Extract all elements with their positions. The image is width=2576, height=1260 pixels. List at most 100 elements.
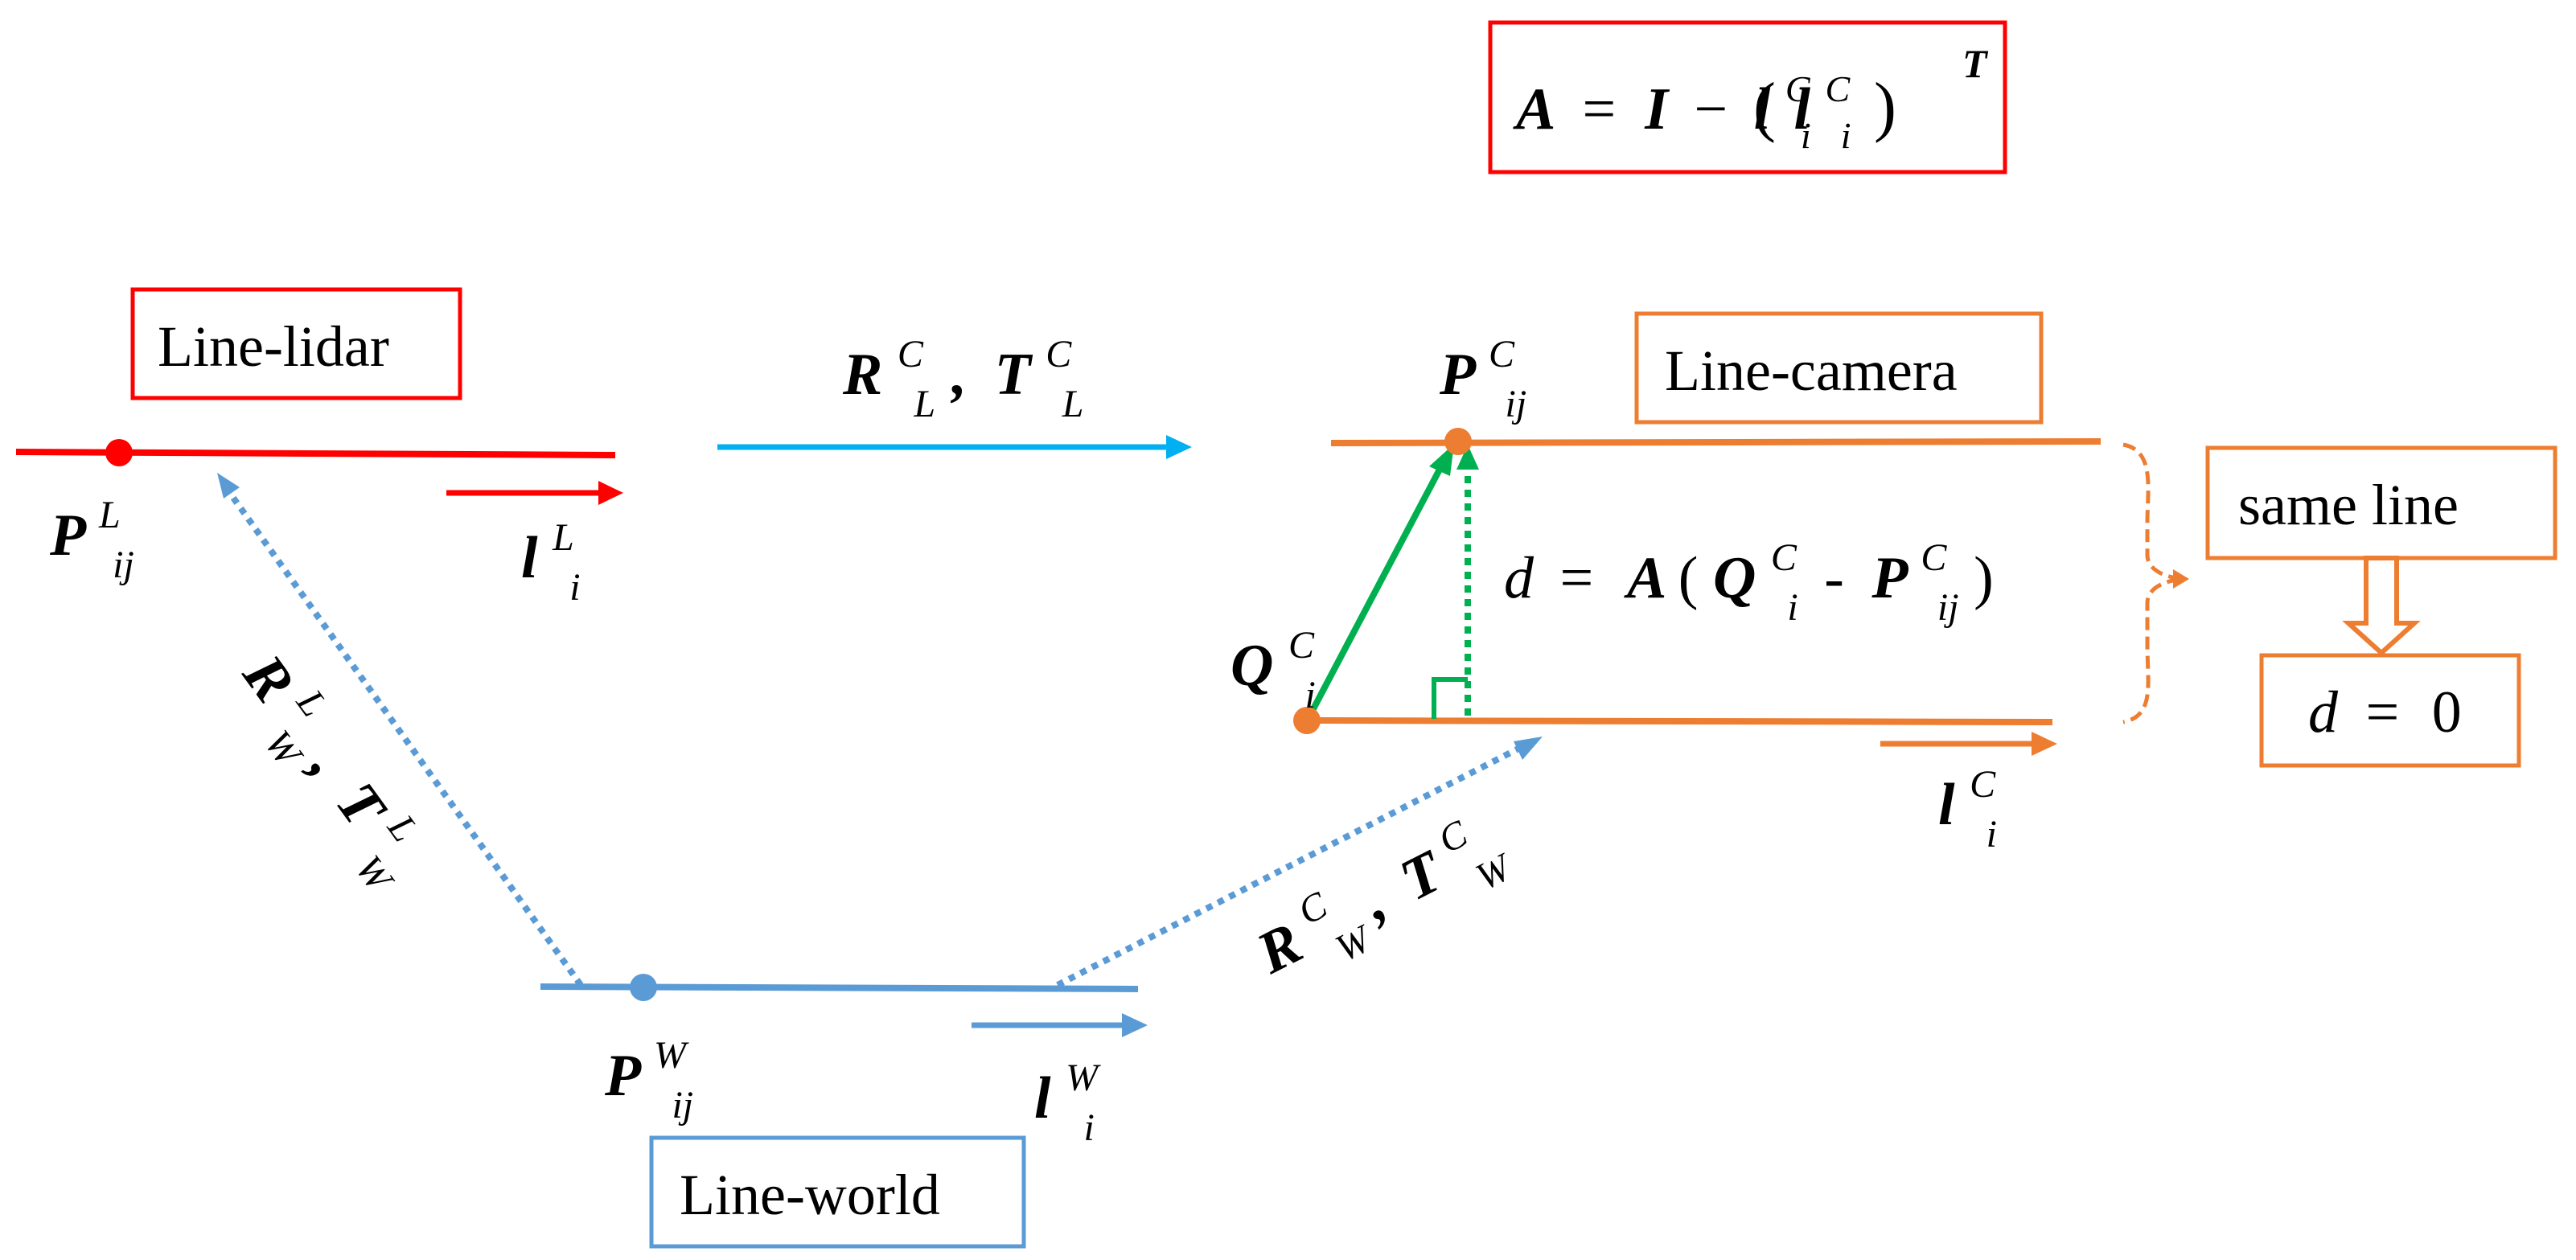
lidar-to-camera-arrowhead xyxy=(1166,435,1192,459)
q-to-p-arrowhead xyxy=(1429,444,1454,476)
line-lidar-group: Line-lidar P L ij l L i xyxy=(15,287,623,609)
l-world-sub: i xyxy=(1084,1106,1095,1149)
lidar-to-camera-transform: R C L , T C L xyxy=(717,314,1192,459)
line-camera-label: Line-camera xyxy=(1665,339,1958,403)
deq-Q: Q xyxy=(1713,545,1756,611)
svg-text:P C ij: P C ij xyxy=(1439,314,1529,425)
implies-down-arrow xyxy=(2342,556,2421,657)
l-lidar-sub: i xyxy=(569,566,580,609)
l-lidar-sup: L xyxy=(552,516,574,559)
line-world-box xyxy=(649,1135,1026,1249)
rt-wl-R-sup: L xyxy=(288,681,335,724)
world-point-dot xyxy=(630,974,657,1001)
svg-text:( l C i: ( l C i ) xyxy=(1753,49,1896,162)
deq-d: d xyxy=(1504,545,1535,611)
p-lidar-base: P xyxy=(49,503,87,568)
rt-lc-R-sub: L xyxy=(913,383,935,425)
world-to-camera-arrowhead xyxy=(1514,737,1543,760)
formula-equals: = xyxy=(1579,76,1619,142)
rt-wc-T-sub: W xyxy=(1469,845,1520,899)
l-world-sup: W xyxy=(1066,1057,1101,1099)
deq-lparen: ( xyxy=(1678,545,1699,611)
formula-minus: − xyxy=(1695,76,1728,142)
svg-text:A = I −: A = I − l C i xyxy=(1513,49,1825,156)
rt-lc-T-sub: L xyxy=(1062,383,1084,425)
p-world-sup: W xyxy=(654,1034,689,1077)
deq-A: A xyxy=(1624,545,1665,611)
deq-rparen: ) xyxy=(1974,545,1994,611)
line-world-group: P W ij l W i Line-world xyxy=(540,974,1148,1249)
p-world-base: P xyxy=(604,1043,642,1109)
camera-direction-arrowhead xyxy=(2032,732,2057,756)
rt-wc-R-sup: C xyxy=(1292,883,1334,933)
rt-wc-R-sub: W xyxy=(1329,916,1379,970)
p-lidar-sub: ij xyxy=(113,544,134,586)
l-lidar-base: l xyxy=(521,525,538,591)
rt-lc-T-sup: C xyxy=(1046,333,1072,376)
world-to-lidar-arrowhead xyxy=(217,473,240,499)
q-camera-sup: C xyxy=(1288,624,1315,667)
p-camera-base: P xyxy=(1439,342,1477,408)
l-camera-sub: i xyxy=(1986,813,1997,856)
deq-Q-sub: i xyxy=(1787,586,1797,629)
svg-text:l L i: l L i xyxy=(521,498,589,609)
rt-lc-R: R xyxy=(842,342,882,408)
deq-Q-sup: C xyxy=(1771,536,1797,579)
dzero-zero: 0 xyxy=(2432,679,2462,745)
camera-point-Q-dot xyxy=(1293,707,1321,734)
rt-wl-R-sub: W xyxy=(256,723,311,777)
rt-wc-T-sup: C xyxy=(1432,812,1474,862)
rt-lc-T: T xyxy=(995,342,1033,408)
same-line-group: same line d = 0 xyxy=(2122,442,2558,768)
lidar-direction-arrowhead xyxy=(598,481,623,505)
p-camera-sub: ij xyxy=(1505,383,1526,425)
world-to-camera-transform: R C W , T C W xyxy=(1056,737,1543,1008)
svg-text:P L ij: P L ij xyxy=(49,475,135,586)
same-line-brace xyxy=(2122,442,2184,724)
q-camera-sub: i xyxy=(1304,674,1315,716)
p-world-sub: ij xyxy=(672,1084,693,1127)
rt-wl-T-sup: L xyxy=(379,806,426,850)
svg-text:P W ij: P W ij xyxy=(604,1016,700,1127)
perpendicular-arrowhead xyxy=(1456,445,1479,470)
line-world-label: Line-world xyxy=(680,1163,940,1227)
l-world-base: l xyxy=(1034,1065,1051,1131)
p-lidar-sup: L xyxy=(98,494,121,536)
deq-P: P xyxy=(1871,545,1908,611)
dzero-d: d xyxy=(2308,679,2339,745)
formula-box-frame xyxy=(1488,20,2007,174)
formula-transpose: T xyxy=(1962,41,1989,86)
l-camera-base: l xyxy=(1938,772,1955,838)
dzero-equals: = xyxy=(2366,679,2400,745)
right-angle-marker xyxy=(1432,677,1468,719)
q-camera-base: Q xyxy=(1230,633,1273,699)
rt-wl-comma: , xyxy=(297,735,359,787)
rt-wl-T-sub: W xyxy=(347,848,403,901)
formula-l2-sup: C xyxy=(1826,68,1851,109)
svg-text:R C L ,: R C L , T C L xyxy=(842,314,1087,430)
formula-rparen: ) xyxy=(1874,69,1896,144)
line-lidar-label: Line-lidar xyxy=(158,314,389,379)
world-to-camera-dotted xyxy=(1056,745,1522,988)
rt-lc-comma: , xyxy=(951,342,968,408)
same-line-brace-tip xyxy=(2173,569,2189,589)
formula-l2-sub: i xyxy=(1841,115,1851,156)
line-camera-group: Line-camera P C ij Q C i l C xyxy=(1230,311,2101,856)
line-camera-box xyxy=(1634,311,2044,425)
formula-l1: l xyxy=(1754,76,1771,142)
svg-text:R C W ,: R C W , T C W xyxy=(1234,784,1522,1008)
deq-P-sub: ij xyxy=(1937,586,1959,629)
formula-lparen: ( xyxy=(1753,69,1776,144)
svg-text:l C i: l C i xyxy=(1938,745,2011,856)
line-lidar-box xyxy=(130,287,462,400)
rt-wc-R: R xyxy=(1247,910,1313,987)
same-line-label: same line xyxy=(2238,473,2459,537)
deq-P-sup: C xyxy=(1921,536,1947,579)
svg-text:d = 0: d = 0 xyxy=(2308,679,2462,745)
deq-minus: - xyxy=(1824,545,1844,611)
svg-text:Q C i: Q C i xyxy=(1230,605,1329,716)
formula-box: A = I − l C i ( l C i ) T xyxy=(1488,20,2007,174)
formula-l2: l xyxy=(1793,76,1810,142)
deq-equals: = xyxy=(1560,545,1594,611)
formula-l1-sup: C xyxy=(1785,68,1811,109)
